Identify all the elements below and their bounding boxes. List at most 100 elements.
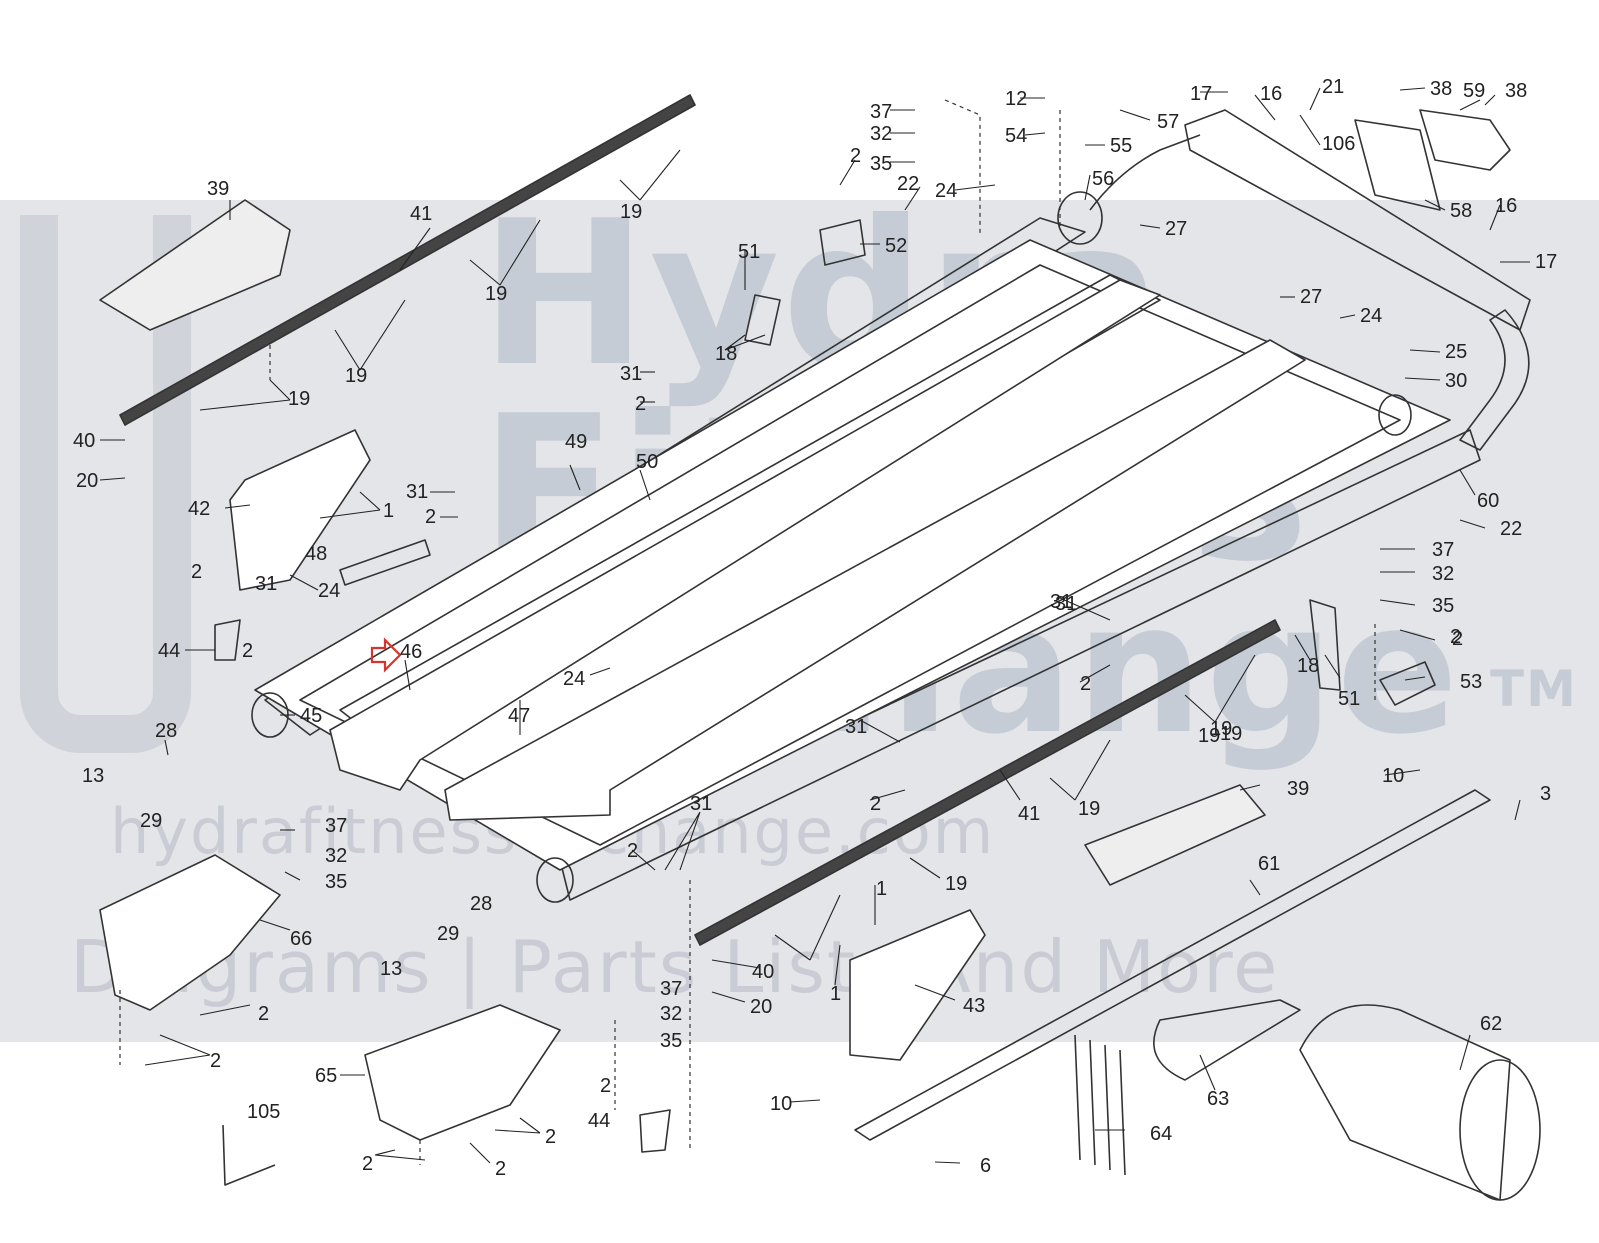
callout-10: 10 bbox=[1382, 765, 1404, 787]
callout-35: 35 bbox=[870, 153, 892, 175]
callout-31: 31 bbox=[255, 573, 277, 595]
callout-37: 37 bbox=[870, 101, 892, 123]
callout-59: 59 bbox=[1463, 80, 1485, 102]
leg-cover-42 bbox=[229, 429, 371, 591]
leader-lines bbox=[99, 87, 1530, 1164]
watermark-tagline: Diagrams | Parts Lists And More bbox=[70, 925, 1280, 1009]
callout-19: 19 bbox=[345, 365, 367, 387]
callout-41: 41 bbox=[1018, 803, 1040, 825]
callout-31: 31 bbox=[845, 716, 867, 738]
callout-62: 62 bbox=[1480, 1013, 1502, 1035]
callout-13: 13 bbox=[380, 958, 402, 980]
callout-35: 35 bbox=[660, 1030, 682, 1052]
callout-20: 20 bbox=[76, 470, 98, 492]
controller-59 bbox=[1419, 109, 1511, 171]
endcap-39-bottom bbox=[1084, 784, 1266, 886]
callout-17: 17 bbox=[1190, 83, 1212, 105]
callout-22: 22 bbox=[1500, 518, 1522, 540]
callout-32: 32 bbox=[660, 1003, 682, 1025]
callout-37: 37 bbox=[1432, 539, 1454, 561]
callout-24: 24 bbox=[1360, 305, 1382, 327]
callout-52: 52 bbox=[885, 235, 907, 257]
callout-28: 28 bbox=[155, 720, 177, 742]
callout-51: 51 bbox=[738, 241, 760, 263]
callout-16: 16 bbox=[1495, 195, 1517, 217]
callout-40: 40 bbox=[752, 961, 774, 983]
callout-labels: 39 41 19 19 19 19 40 20 42 1 31 2 49 50 … bbox=[73, 76, 1557, 1180]
callout-56: 56 bbox=[1092, 168, 1114, 190]
callout-1: 1 bbox=[830, 983, 841, 1005]
foot-44-bottom bbox=[639, 1109, 671, 1153]
callout-40: 40 bbox=[73, 430, 95, 452]
callout-31: 31 bbox=[1050, 591, 1072, 613]
callout-12: 12 bbox=[1005, 88, 1027, 110]
callout-19: 19 bbox=[1220, 723, 1242, 745]
callout-2: 2 bbox=[242, 640, 253, 662]
callout-48: 48 bbox=[305, 543, 327, 565]
callout-39: 39 bbox=[1287, 778, 1309, 800]
callout-2: 2 bbox=[362, 1153, 373, 1175]
callout-1: 1 bbox=[876, 878, 887, 900]
upright-frame bbox=[1184, 109, 1531, 331]
callout-2: 2 bbox=[627, 840, 638, 862]
callout-60: 60 bbox=[1477, 490, 1499, 512]
callout-31: 31 bbox=[1055, 593, 1077, 615]
callout-45: 45 bbox=[300, 705, 322, 727]
callout-32: 32 bbox=[870, 123, 892, 145]
callout-2: 2 bbox=[1080, 673, 1091, 695]
frame-rail-left bbox=[264, 217, 1086, 736]
callout-61: 61 bbox=[1258, 853, 1280, 875]
base-cover-66 bbox=[99, 854, 281, 1011]
callout-2: 2 bbox=[191, 561, 202, 583]
rear-roller-right bbox=[1378, 394, 1412, 436]
callout-37: 37 bbox=[325, 815, 347, 837]
callout-1: 1 bbox=[383, 500, 394, 522]
callout-27: 27 bbox=[1165, 218, 1187, 240]
callout-2: 2 bbox=[850, 145, 861, 167]
callout-19: 19 bbox=[485, 283, 507, 305]
callout-57: 57 bbox=[1157, 111, 1179, 133]
callout-25: 25 bbox=[1445, 341, 1467, 363]
callout-20: 20 bbox=[750, 996, 772, 1018]
wire-harness bbox=[1089, 134, 1201, 211]
callout-27: 27 bbox=[1300, 286, 1322, 308]
callout-39: 39 bbox=[207, 178, 229, 200]
callout-2: 2 bbox=[635, 393, 646, 415]
motor-62-body bbox=[1299, 1004, 1511, 1201]
callout-32: 32 bbox=[325, 845, 347, 867]
callout-47: 47 bbox=[508, 705, 530, 727]
bracket-51-right bbox=[1309, 599, 1341, 691]
callout-28: 28 bbox=[470, 893, 492, 915]
callout-41: 41 bbox=[410, 203, 432, 225]
callout-2: 2 bbox=[870, 793, 881, 815]
bracket-58 bbox=[1354, 119, 1441, 211]
callout-64: 64 bbox=[1150, 1123, 1172, 1145]
callout-24: 24 bbox=[935, 180, 957, 202]
rear-roller bbox=[536, 857, 574, 903]
callout-54: 54 bbox=[1005, 125, 1027, 147]
callout-24: 24 bbox=[318, 580, 340, 602]
callout-29: 29 bbox=[140, 810, 162, 832]
highlight-arrow-icon bbox=[370, 637, 402, 673]
callout-2: 2 bbox=[210, 1050, 221, 1072]
side-rail-41-bottom bbox=[694, 619, 1281, 946]
bracket-51-top bbox=[744, 294, 781, 346]
callout-42: 42 bbox=[188, 498, 210, 520]
callout-17: 17 bbox=[1535, 251, 1557, 273]
callout-16: 16 bbox=[1260, 83, 1282, 105]
callout-51: 51 bbox=[1338, 688, 1360, 710]
bumper-52 bbox=[819, 219, 866, 266]
frame-rail-right bbox=[559, 429, 1481, 901]
callout-6: 6 bbox=[980, 1155, 991, 1177]
callout-30: 30 bbox=[1445, 370, 1467, 392]
callout-65: 65 bbox=[315, 1065, 337, 1087]
ties-64 bbox=[1074, 1034, 1126, 1176]
callout-19: 19 bbox=[288, 388, 310, 410]
callout-38: 38 bbox=[1505, 80, 1527, 102]
label-48 bbox=[339, 539, 431, 586]
watermark-tm: TM bbox=[1490, 660, 1578, 718]
foot-44-left bbox=[214, 619, 241, 661]
foot-53 bbox=[1379, 661, 1436, 706]
